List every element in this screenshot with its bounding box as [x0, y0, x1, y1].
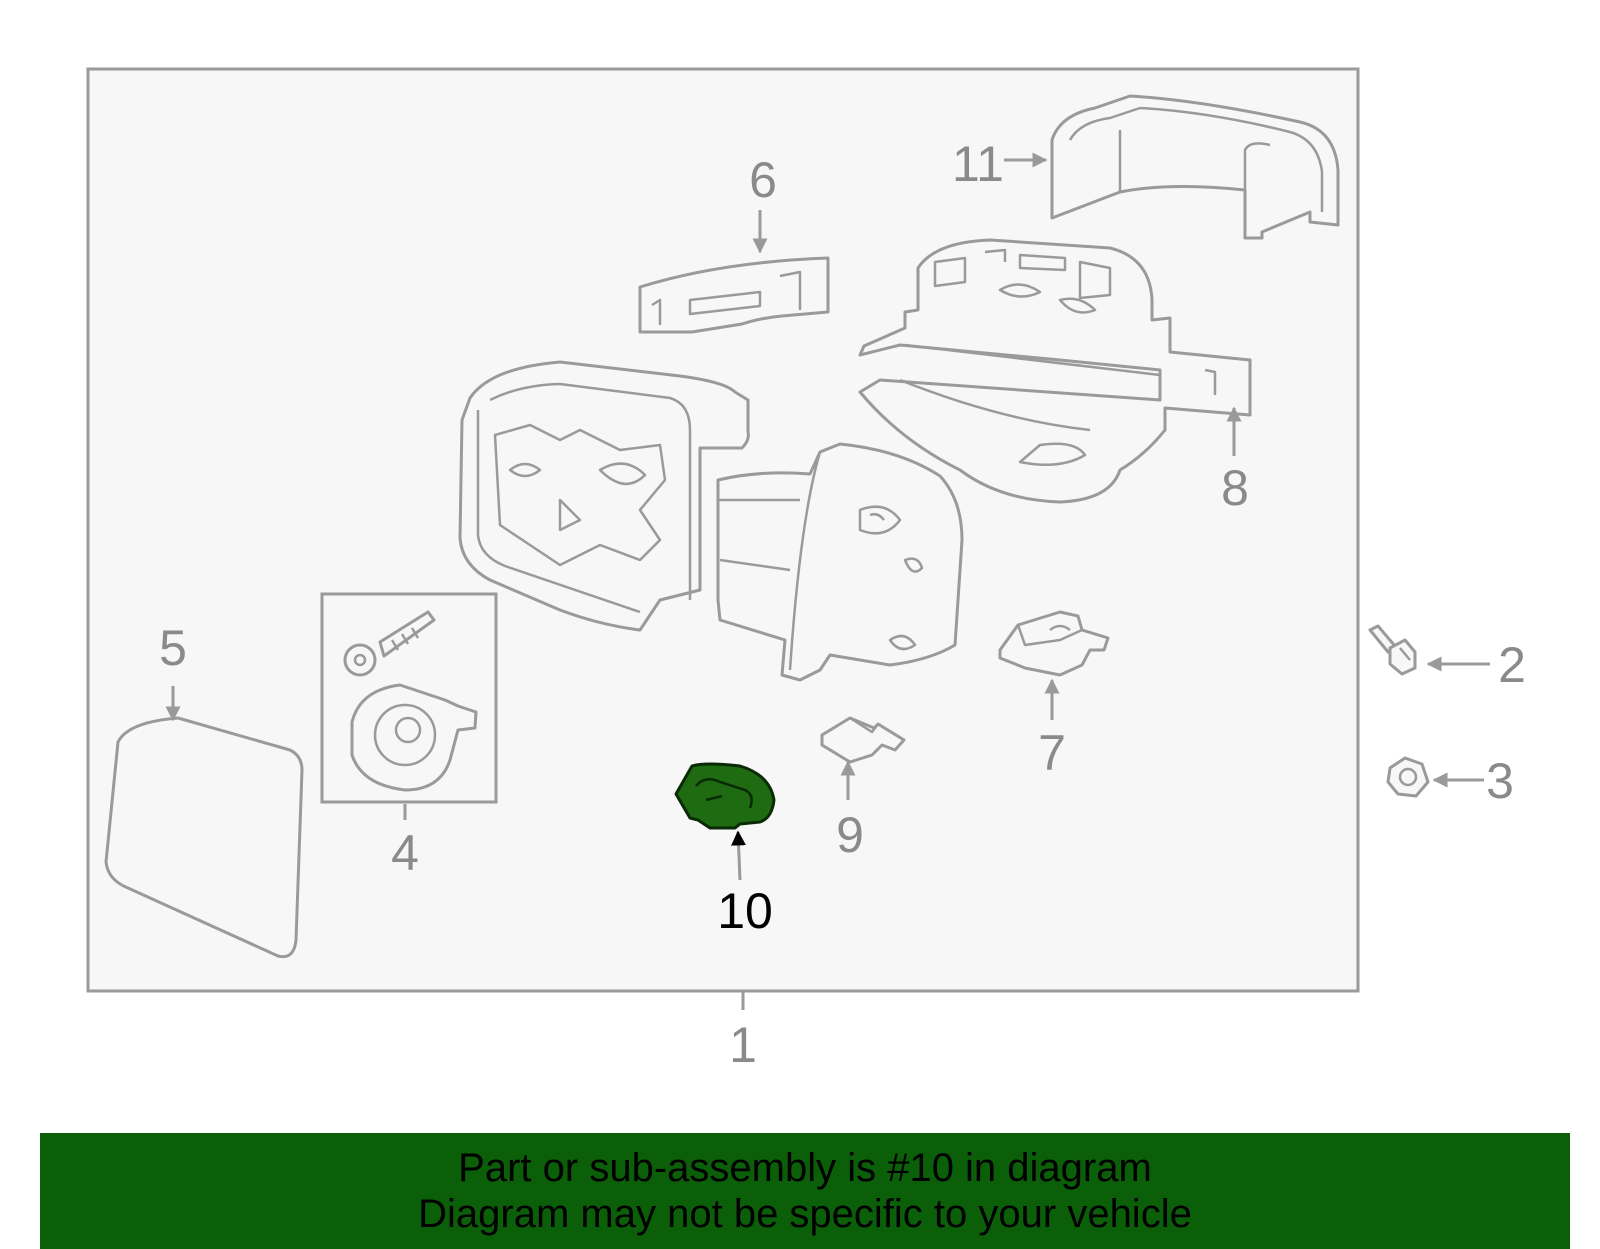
part-8-housing[interactable]	[858, 238, 1252, 504]
part-11-cap[interactable]	[1050, 94, 1340, 240]
part-4-motor[interactable]	[350, 683, 478, 792]
callout-2: 2	[1498, 637, 1526, 693]
callout-7: 7	[1038, 725, 1066, 781]
part-9-clip[interactable]	[820, 716, 906, 764]
callout-4: 4	[391, 825, 419, 881]
part-10-highlighted[interactable]	[674, 762, 776, 830]
part-3-nut[interactable]	[1386, 756, 1430, 798]
part-4-screw[interactable]	[343, 610, 436, 677]
callout-8: 8	[1221, 460, 1249, 516]
banner-line-2: Diagram may not be specific to your vehi…	[418, 1192, 1192, 1236]
part-5-glass[interactable]	[104, 716, 304, 959]
mirror-head[interactable]	[458, 360, 750, 632]
part-4-subframe	[320, 592, 498, 804]
banner-line-1: Part or sub-assembly is #10 in diagram	[458, 1146, 1152, 1190]
callout-5: 5	[159, 620, 187, 676]
mirror-arm[interactable]	[716, 442, 964, 682]
part-2-bolt[interactable]	[1368, 624, 1417, 676]
callout-3: 3	[1486, 753, 1514, 809]
callout-1: 1	[729, 1017, 757, 1073]
callout-9: 9	[836, 807, 864, 863]
callout-6: 6	[749, 152, 777, 208]
callout-10: 10	[717, 883, 773, 939]
part-7-bracket[interactable]	[998, 610, 1110, 677]
info-banner: Part or sub-assembly is #10 in diagram D…	[40, 1133, 1570, 1249]
leader-10	[731, 830, 747, 881]
part-6-trim[interactable]	[638, 256, 830, 334]
callout-11: 11	[952, 136, 1004, 192]
